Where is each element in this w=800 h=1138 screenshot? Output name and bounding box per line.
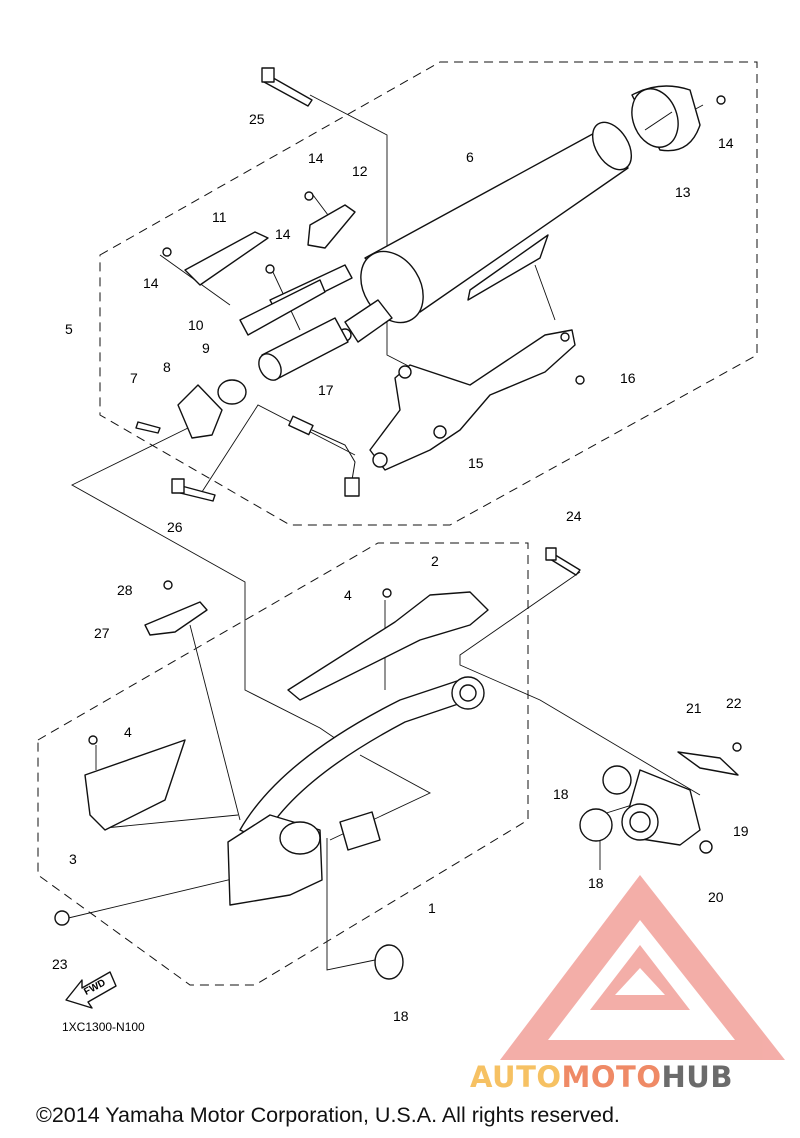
watermark-logo	[500, 875, 785, 1060]
watermark-part3: HUB	[661, 1060, 733, 1094]
callout-14-c: 14	[143, 275, 159, 291]
copyright-notice: ©2014 Yamaha Motor Corporation, U.S.A. A…	[36, 1103, 620, 1127]
watermark-part1: AUTO	[470, 1060, 562, 1094]
leader-lines	[59, 94, 704, 971]
callout-28: 28	[117, 582, 133, 598]
callout-15: 15	[468, 455, 484, 471]
diagram-code: 1XC1300-N100	[62, 1020, 145, 1034]
clamp-8	[177, 384, 223, 439]
fwd-arrow: FWD	[65, 971, 117, 1009]
end-cap	[631, 85, 701, 152]
group-outline-pipe	[37, 542, 529, 986]
callout-18-b: 18	[588, 875, 604, 891]
callout-24: 24	[566, 508, 582, 524]
muffler-inlet-pipe	[258, 264, 353, 381]
protector-10	[239, 279, 326, 336]
callout-17: 17	[318, 382, 334, 398]
callout-7: 7	[130, 370, 138, 386]
callout-4-upper: 4	[344, 587, 352, 603]
callout-16: 16	[620, 370, 636, 386]
muffler	[338, 121, 633, 343]
protector-11	[184, 231, 269, 286]
callout-10: 10	[188, 317, 204, 333]
protector-3	[84, 739, 186, 831]
callout-21: 21	[686, 700, 702, 716]
callout-23: 23	[52, 956, 68, 972]
callout-14-a: 14	[308, 150, 324, 166]
callout-6: 6	[466, 149, 474, 165]
callout-5: 5	[65, 321, 73, 337]
callout-18-c: 18	[393, 1008, 409, 1024]
gasket-18-b	[579, 808, 613, 842]
heat-shield-2	[287, 591, 489, 701]
exhaust-pipe	[227, 676, 485, 906]
protector-27	[144, 601, 208, 636]
callout-19: 19	[733, 823, 749, 839]
callout-2: 2	[431, 553, 439, 569]
joint-pipe	[621, 769, 701, 846]
callout-14-d: 14	[718, 135, 734, 151]
callout-14-b: 14	[275, 226, 291, 242]
protector-21	[677, 751, 739, 776]
callout-11: 11	[212, 209, 227, 225]
callout-26: 26	[167, 519, 183, 535]
watermark-text: AUTOMOTOHUB	[470, 1060, 800, 1094]
callout-27: 27	[94, 625, 110, 641]
callout-8: 8	[163, 359, 171, 375]
muffler-bracket	[369, 329, 576, 471]
watermark-part2: MOTO	[561, 1060, 662, 1094]
callout-4-lower: 4	[124, 724, 132, 740]
callout-13: 13	[675, 184, 691, 200]
callout-3: 3	[69, 851, 77, 867]
callout-22: 22	[726, 695, 742, 711]
callout-12: 12	[352, 163, 368, 179]
callout-18-a: 18	[553, 786, 569, 802]
callout-9: 9	[202, 340, 210, 356]
gasket-9	[217, 379, 247, 405]
protector-12	[307, 204, 356, 249]
gasket-18-a	[602, 765, 632, 795]
gasket-18-c	[374, 944, 404, 980]
group-outline-muffler	[99, 61, 758, 526]
bolts	[54, 67, 742, 926]
callout-25: 25	[249, 111, 265, 127]
callout-20: 20	[708, 889, 724, 905]
callout-1: 1	[428, 900, 436, 916]
o2-sensor	[288, 415, 360, 497]
